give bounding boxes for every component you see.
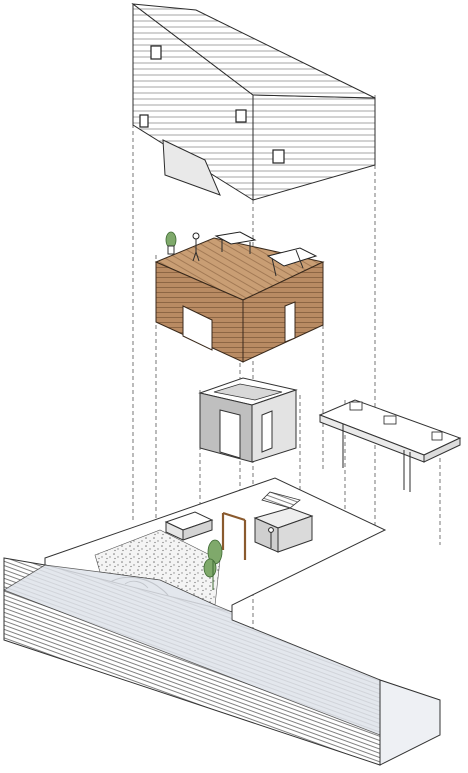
window [150,45,162,60]
roof-table [214,231,257,254]
wood-frame [221,511,247,560]
wood-volume [154,231,325,363]
person-figure [268,527,274,548]
bathroom [253,491,314,553]
window [139,114,149,128]
window [235,109,247,123]
tree [203,539,223,590]
bed [164,511,214,541]
kitchen-counter [318,399,462,492]
person-figure [192,232,200,262]
roof-volume [131,2,376,201]
concrete-core [198,377,298,463]
street-base [3,557,441,766]
roof-skylight [266,247,318,277]
plant [165,231,177,255]
window [272,149,285,164]
